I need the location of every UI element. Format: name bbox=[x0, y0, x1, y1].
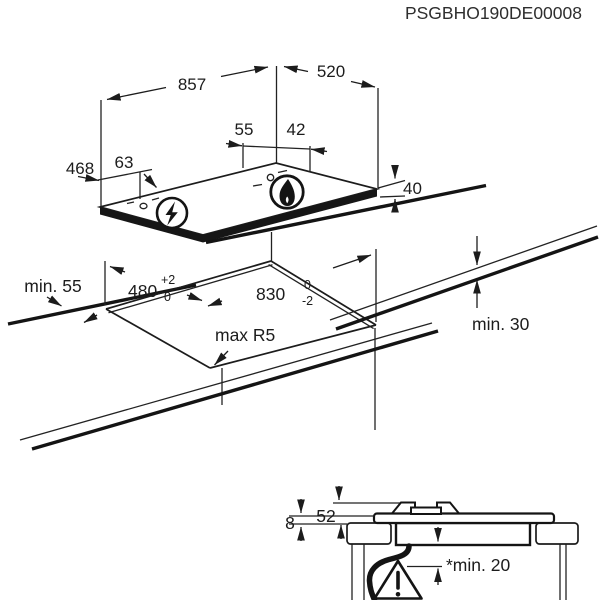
dimension-857: 857 bbox=[106, 65, 269, 101]
dimension-maxR5: max R5 bbox=[214, 325, 275, 366]
dim-label-857: 857 bbox=[178, 75, 206, 94]
worktop-edge-line bbox=[205, 183, 487, 245]
hob-edge-band bbox=[100, 189, 377, 243]
dim-label-min30: min. 30 bbox=[472, 314, 530, 334]
dimension-min30: min. 30 bbox=[472, 236, 530, 334]
dim-label-468: 468 bbox=[66, 159, 94, 178]
dimension-480: 480 +2 0 bbox=[104, 261, 203, 305]
dim-label-min20: *min. 20 bbox=[446, 555, 510, 575]
dim-label-830-tol-sub: -2 bbox=[302, 294, 313, 308]
dim-label-480-tol-sub: 0 bbox=[164, 290, 171, 304]
dim-label-830: 830 bbox=[256, 284, 285, 304]
worktop-section-left bbox=[346, 522, 392, 545]
dimension-468-63: 468 63 bbox=[66, 153, 157, 199]
dimension-8: 8 bbox=[285, 499, 374, 541]
dim-label-520: 520 bbox=[317, 62, 345, 81]
dim-label-63: 63 bbox=[115, 153, 134, 172]
dim-label-maxR5: max R5 bbox=[215, 325, 275, 345]
dimension-min20: *min. 20 bbox=[407, 527, 510, 585]
warning-triangle-icon bbox=[373, 559, 423, 600]
dimension-min55: min. 55 bbox=[24, 276, 98, 324]
hob-body-section bbox=[394, 521, 532, 547]
product-code: PSGBHO190DE00008 bbox=[405, 3, 582, 23]
worktop-front-edge-thick bbox=[31, 329, 439, 451]
worktop-rear-edge-thin bbox=[329, 225, 598, 321]
dimension-52: 52 bbox=[316, 486, 345, 539]
dim-label-min55: min. 55 bbox=[24, 276, 81, 296]
worktop-front-edge-thin bbox=[19, 322, 433, 441]
hob-glass-section bbox=[372, 512, 556, 525]
dim-label-42: 42 bbox=[287, 120, 306, 139]
gas-connection-mark bbox=[252, 169, 288, 187]
lightning-icon bbox=[155, 196, 189, 230]
section-view-drawing: 8 52 *min. 20 bbox=[285, 486, 579, 600]
top-view-hob-drawing: 857 520 55 42 468 bbox=[66, 62, 487, 245]
dim-label-830-tol-sup: 0 bbox=[304, 278, 311, 292]
dim-label-55: 55 bbox=[235, 120, 254, 139]
cutout-view-drawing: min. 55 480 +2 0 830 0 -2 bbox=[7, 225, 599, 451]
mains-cable bbox=[366, 543, 412, 600]
dimension-830: 830 0 -2 bbox=[207, 232, 377, 322]
dimension-55-42: 55 42 bbox=[225, 120, 328, 172]
electric-connection-mark bbox=[126, 197, 160, 210]
dim-label-8: 8 bbox=[285, 513, 295, 533]
burner-pan-support bbox=[333, 501, 460, 515]
dimension-40: 40 bbox=[377, 164, 422, 213]
dimension-520: 520 bbox=[283, 62, 376, 88]
dim-label-52: 52 bbox=[316, 506, 335, 526]
worktop-section-right bbox=[535, 522, 579, 545]
worktop-rear-edge-thick bbox=[335, 235, 599, 331]
dim-label-480: 480 bbox=[128, 281, 157, 301]
dim-label-480-tol-sup: +2 bbox=[161, 273, 175, 287]
flame-icon bbox=[269, 174, 305, 210]
dim-label-40: 40 bbox=[403, 179, 422, 198]
cutout-opening bbox=[105, 260, 377, 369]
